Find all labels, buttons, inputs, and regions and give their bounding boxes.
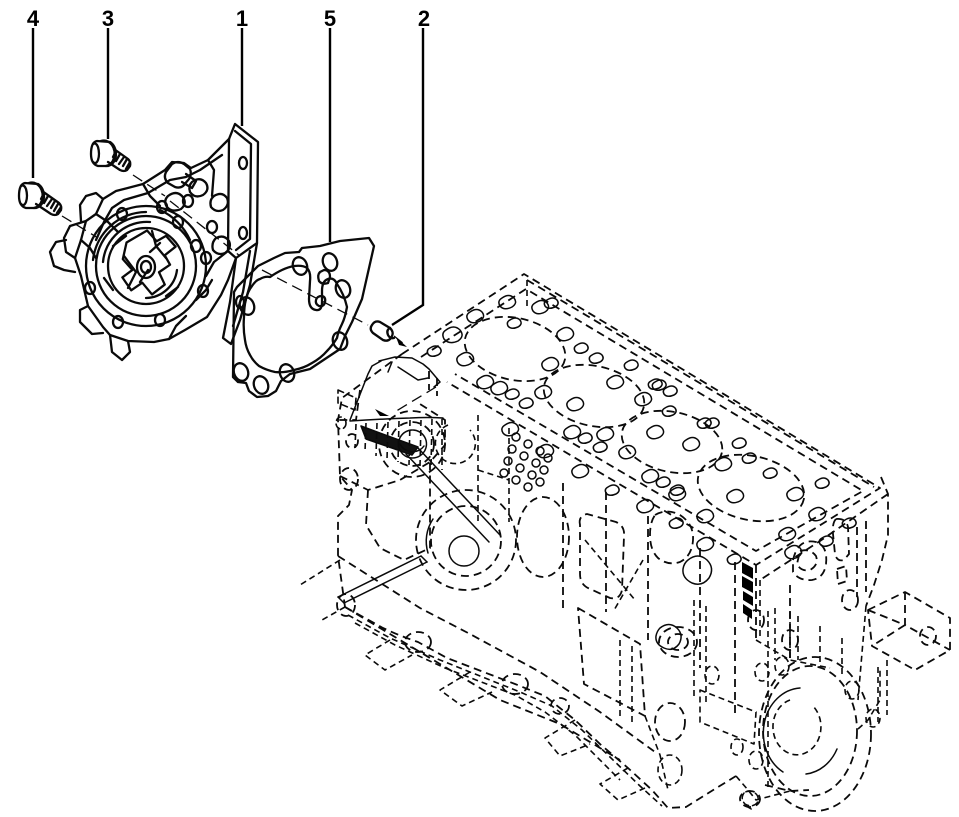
svg-text:2: 2 — [418, 6, 430, 31]
svg-text:1: 1 — [236, 6, 248, 31]
svg-text:5: 5 — [324, 6, 336, 31]
svg-text:4: 4 — [27, 6, 40, 31]
svg-text:3: 3 — [102, 6, 114, 31]
